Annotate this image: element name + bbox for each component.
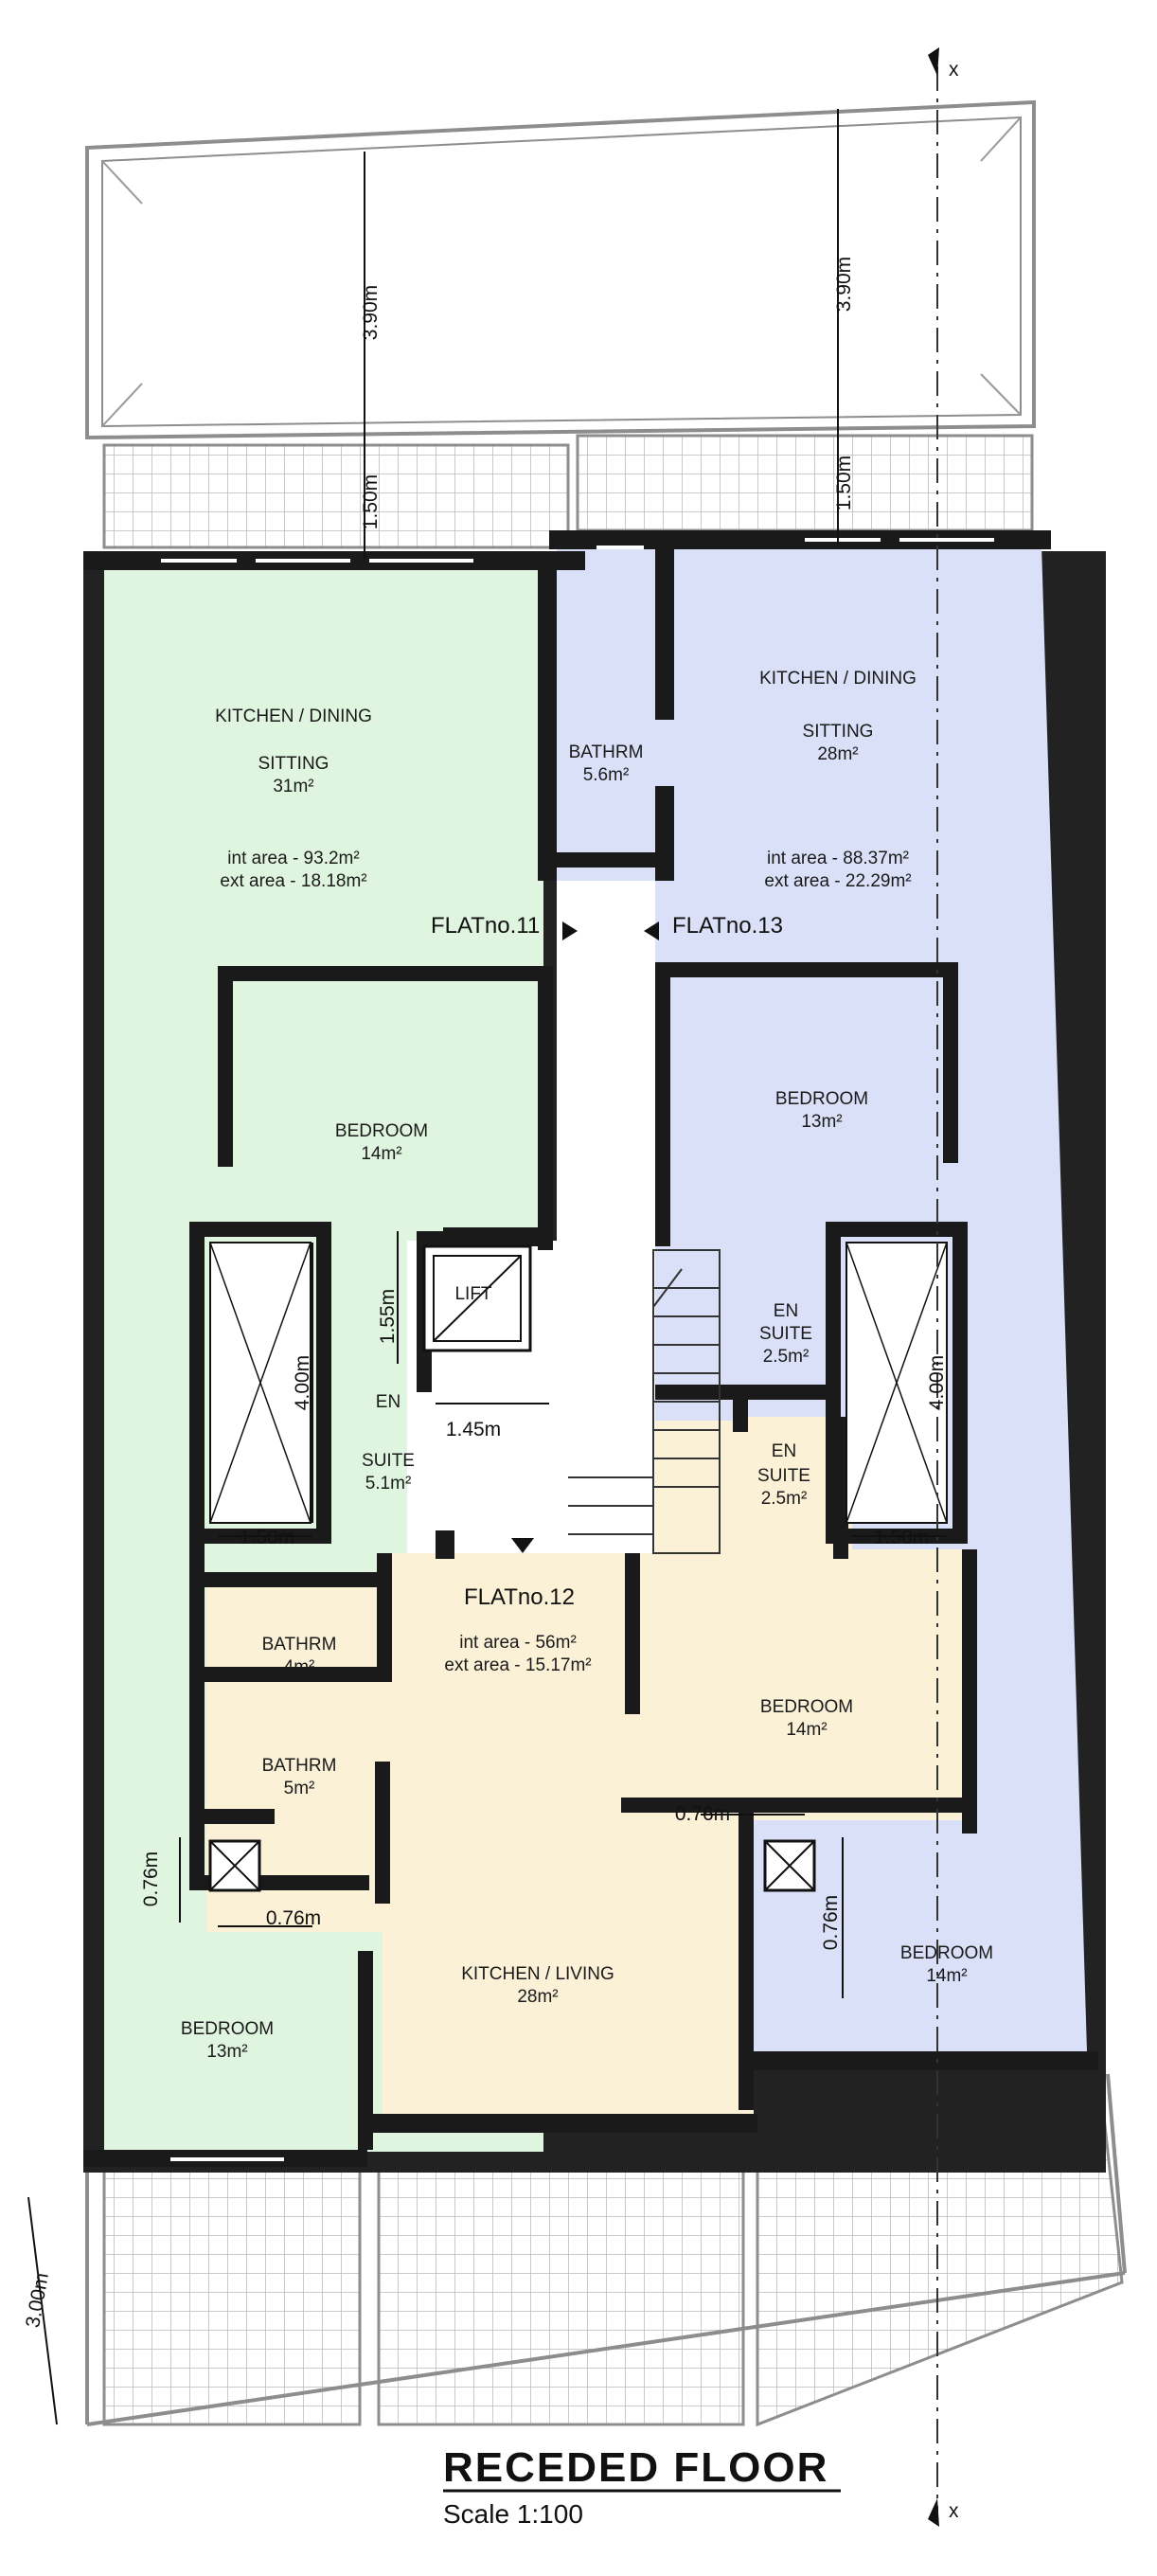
room11-bathrm-area: 4m²: [284, 1657, 315, 1677]
lift: [422, 1244, 532, 1352]
room13-bedroom: BEDROOM: [775, 1089, 868, 1109]
room11-bedroom-area: 14m²: [361, 1144, 401, 1164]
room11-en: EN: [376, 1392, 400, 1412]
axis-marker-top: x: [949, 59, 959, 80]
balcony-flat11: [102, 443, 570, 549]
room11-suite-area: 5.1m²: [365, 1474, 412, 1494]
dim-well-left-length: 4.00m: [292, 1355, 313, 1410]
dim-well-left-width: 1.50m: [240, 1527, 294, 1548]
room12-kitchen-area: 28m²: [517, 1987, 558, 2007]
room12-en: EN: [772, 1441, 796, 1461]
dim-well-right-length: 4.00m: [926, 1355, 948, 1410]
room13-suite-area: 2.5m²: [763, 1347, 810, 1367]
flat-12: [206, 1417, 975, 2114]
arrow-flat13: [644, 921, 659, 940]
room12-suite: SUITE: [757, 1466, 810, 1486]
room13-bathrm: BATHRM: [569, 742, 644, 762]
balcony-flat13: [576, 434, 1034, 532]
light-well-right: [846, 1242, 948, 1524]
room11-suite: SUITE: [362, 1451, 415, 1471]
dim-balcony-left: 1.50m: [360, 474, 382, 529]
dim-terrace-left: 3.90m: [360, 285, 382, 340]
flat12-name: FLATno.12: [464, 1584, 575, 1610]
room12-bathrm-area: 5m²: [284, 1779, 315, 1798]
dim-balcony-right: 1.50m: [833, 456, 855, 510]
flat13-ext-area: ext area - 22.29m²: [764, 871, 911, 891]
room13-en: EN: [774, 1301, 798, 1321]
room13-bedroom-area: 13m²: [801, 1112, 842, 1132]
room11-sitting: SITTING: [258, 754, 329, 774]
duct-left: [208, 1839, 261, 1892]
section-axis: x x: [928, 47, 959, 2527]
drawing-scale: Scale 1:100: [443, 2499, 583, 2529]
room11-bedroom: BEDROOM: [335, 1121, 428, 1141]
dimension-lines: [27, 109, 948, 2425]
flat13-name: FLATno.13: [672, 913, 783, 939]
flat11-int-area: int area - 93.2m²: [227, 849, 359, 868]
room13-suite: SUITE: [759, 1324, 812, 1344]
arrow-flat12: [511, 1538, 534, 1553]
duct-right: [763, 1839, 816, 1892]
staircase: [568, 1249, 721, 1554]
flat11-name: FLATno.11: [431, 913, 540, 939]
dim-bottom-terrace: 3.00m: [22, 2271, 53, 2329]
room13-bedroom2: BEDROOM: [900, 1943, 993, 1963]
arrow-flat11: [562, 921, 578, 940]
room13-kitchen: KITCHEN / DINING: [759, 669, 917, 689]
dim-duct-right-width: 0.76m: [675, 1803, 730, 1825]
axis-marker-bottom: x: [949, 2500, 959, 2522]
terrace-bottom-left: [102, 2148, 362, 2426]
dim-duct-left-depth: 0.76m: [140, 1852, 162, 1906]
room12-bedroom-area: 14m²: [786, 1720, 827, 1740]
interior-walls: [83, 530, 1098, 2167]
light-well-left: [209, 1242, 312, 1524]
room11-bedroom2: BEDROOM: [181, 2019, 274, 2039]
drawing-title: RECEDED FLOOR: [443, 2444, 828, 2491]
room12-bedroom: BEDROOM: [760, 1697, 853, 1717]
room12-kitchen: KITCHEN / LIVING: [461, 1964, 614, 1984]
dim-duct-right-depth: 0.76m: [820, 1895, 842, 1950]
flat13-int-area: int area - 88.37m²: [767, 849, 909, 868]
room13-bedroom2-area: 14m²: [926, 1966, 967, 1986]
flat12-int-area: int area - 56m²: [459, 1633, 577, 1653]
room12-suite-area: 2.5m²: [761, 1489, 808, 1509]
room13-bathrm-area: 5.6m²: [583, 765, 630, 785]
room13-sitting-area: 28m²: [817, 744, 858, 764]
room11-bathrm: BATHRM: [262, 1635, 337, 1655]
room11-sitting-area: 31m²: [273, 777, 313, 796]
roof-terrace: [85, 99, 1036, 440]
room11-bedroom2-area: 13m²: [206, 2042, 247, 2062]
dim-ensuite-depth: 1.55m: [377, 1289, 399, 1344]
dim-terrace-right: 3.90m: [833, 257, 855, 312]
windows: [161, 538, 994, 2161]
room11-kitchen: KITCHEN / DINING: [215, 707, 372, 726]
flat11-ext-area: ext area - 18.18m²: [220, 871, 366, 891]
room12-bathrm: BATHRM: [262, 1756, 337, 1776]
lift-label: LIFT: [454, 1284, 491, 1304]
flat12-ext-area: ext area - 15.17m²: [444, 1655, 591, 1675]
dim-duct-left-width: 0.76m: [266, 1907, 321, 1929]
dim-lift-width: 1.45m: [446, 1419, 501, 1440]
dim-well-right-width: 1.50m: [874, 1527, 929, 1548]
room13-sitting: SITTING: [803, 722, 874, 742]
